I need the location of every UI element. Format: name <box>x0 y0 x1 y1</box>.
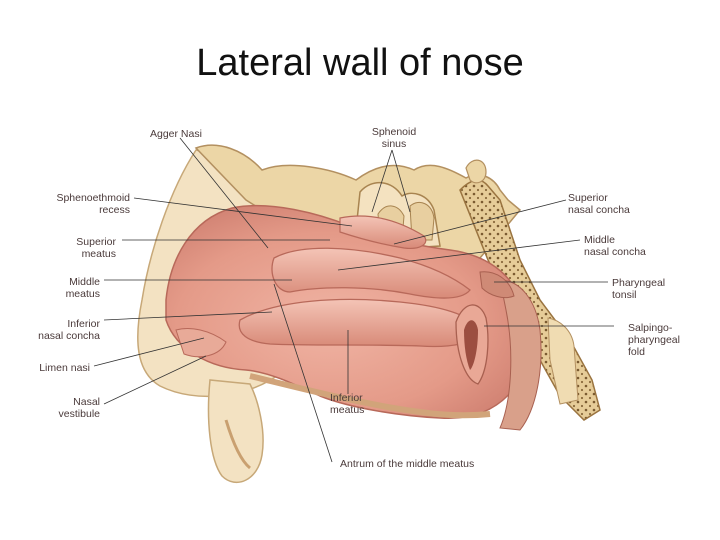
label-sphenoethmoid-recess: Sphenoethmoid recess <box>56 192 130 216</box>
label-superior-nasal-concha: Superior nasal concha <box>568 192 630 216</box>
label-middle-meatus: Middle meatus <box>65 276 100 300</box>
label-pharyngeal-tonsil: Pharyngeal tonsil <box>612 277 666 301</box>
label-antrum-middle-meatus: Antrum of the middle meatus <box>340 458 475 470</box>
label-limen-nasi: Limen nasi <box>39 362 90 374</box>
leader-lines <box>93 137 614 463</box>
label-nasal-vestibule: Nasal vestibule <box>58 396 100 420</box>
superior-concha <box>339 215 427 249</box>
label-agger-nasi: Agger Nasi <box>150 128 202 140</box>
slide-title: Lateral wall of nose <box>196 42 524 84</box>
torus-tubarius <box>455 304 489 385</box>
pharyngeal-tonsil-shape <box>479 271 515 299</box>
label-sphenoid-sinus: Sphenoid sinus <box>371 126 417 150</box>
nasal-vestibule-region <box>175 328 227 358</box>
middle-concha <box>271 247 471 299</box>
label-middle-nasal-concha: Middle nasal concha <box>584 234 646 258</box>
label-salpingopharyngeal-fold: Salpingo- pharyngeal fold <box>628 322 680 358</box>
label-inferior-nasal-concha: Inferior nasal concha <box>38 318 100 342</box>
label-superior-meatus: Superior meatus <box>76 236 116 260</box>
hard-palate <box>249 373 491 419</box>
label-inferior-meatus: Inferior meatus <box>330 392 365 416</box>
